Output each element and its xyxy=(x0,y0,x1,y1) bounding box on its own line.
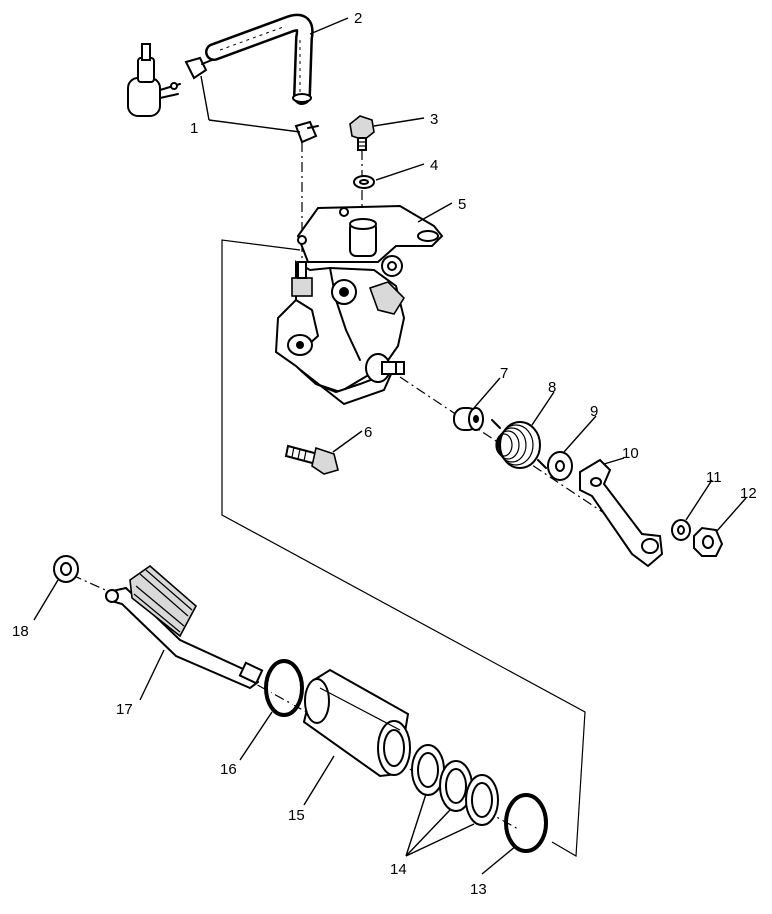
part-2-oil-hose xyxy=(205,13,314,105)
callout-9: 9 xyxy=(590,403,598,420)
callout-16: 16 xyxy=(220,761,237,778)
part-13-retaining-ring xyxy=(504,793,548,853)
callout-18: 18 xyxy=(12,623,29,640)
part-8-return-spring xyxy=(491,419,547,469)
part-12-hex-nut xyxy=(693,526,724,557)
callout-labels: 1 2 3 4 5 6 7 8 9 10 11 12 13 14 15 16 1… xyxy=(12,10,757,898)
callout-6: 6 xyxy=(364,424,372,441)
part-7-bushing xyxy=(453,407,484,431)
callout-17: 17 xyxy=(116,701,133,718)
callout-15: 15 xyxy=(288,807,305,824)
part-9-flat-washer xyxy=(547,451,573,481)
callout-5: 5 xyxy=(458,196,466,213)
part-11-lock-washer xyxy=(671,519,691,541)
callout-leaders xyxy=(33,17,747,875)
callout-2: 2 xyxy=(354,10,362,27)
callout-14: 14 xyxy=(390,861,407,878)
callout-7: 7 xyxy=(500,365,508,382)
part-6-mounting-bolt xyxy=(284,444,339,475)
part-17-drive-gear-shaft xyxy=(105,564,264,690)
callout-10: 10 xyxy=(622,445,639,462)
part-1-hose-clamp xyxy=(184,56,319,144)
callout-4: 4 xyxy=(430,157,438,174)
callout-3: 3 xyxy=(430,111,438,128)
assembly-bracket-lines xyxy=(221,239,586,858)
part-3-bleed-screw xyxy=(349,115,375,151)
part-15-sleeve xyxy=(302,668,411,778)
nozzle-fitting xyxy=(127,43,181,117)
part-4-sealing-washer xyxy=(353,175,375,189)
oil-pump-body xyxy=(274,204,444,406)
callout-13: 13 xyxy=(470,881,487,898)
callout-8: 8 xyxy=(548,379,556,396)
part-10-control-lever xyxy=(579,458,664,568)
part-18-thrust-washer xyxy=(53,555,79,583)
callout-1: 1 xyxy=(190,120,198,137)
callout-12: 12 xyxy=(740,485,757,502)
part-16-o-ring xyxy=(264,659,304,717)
part-14-shims xyxy=(411,744,499,826)
callout-11: 11 xyxy=(706,469,722,486)
